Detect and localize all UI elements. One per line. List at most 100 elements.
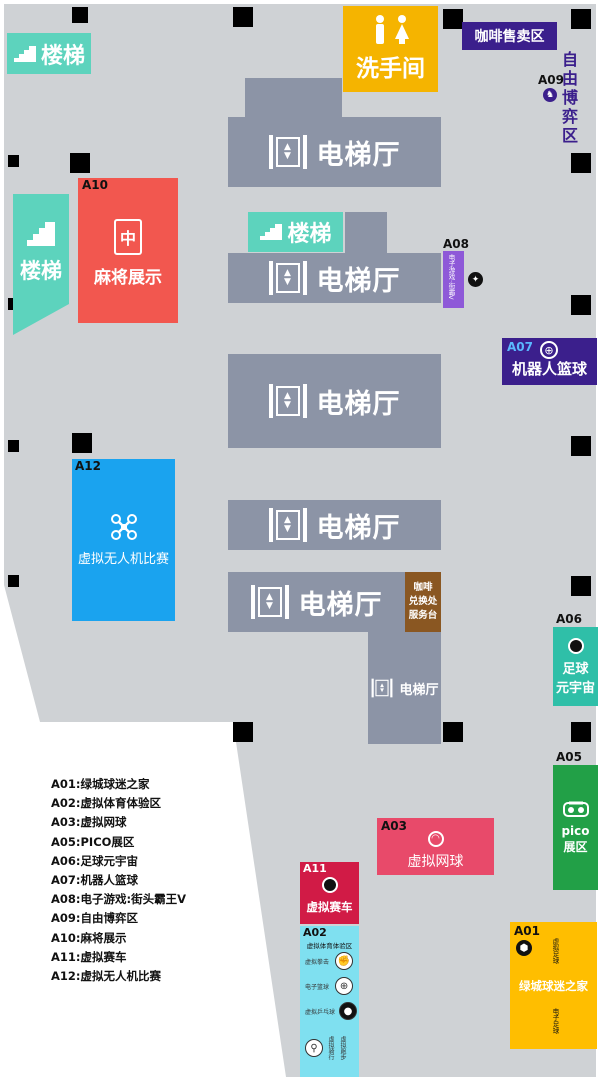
service-line2: 兑换处 bbox=[408, 596, 438, 607]
a02-item-1: 虚拟拳击 ✊ bbox=[305, 952, 354, 970]
a12-name: 虚拟无人机比赛 bbox=[77, 551, 169, 567]
coffee-service-desk[interactable]: 咖啡 兑换处 服务台 bbox=[405, 572, 441, 632]
elevator-hall-1[interactable]: ▲▼ 电梯厅 bbox=[228, 117, 441, 187]
stairs-label: 楼梯 bbox=[287, 222, 332, 247]
a01-code: A01 bbox=[514, 924, 540, 938]
elevator-shaft-top bbox=[245, 78, 342, 118]
a08-name: 电子游戏·街霸V bbox=[447, 254, 455, 300]
coffee-sale-area[interactable]: 咖啡售卖区 bbox=[462, 22, 557, 50]
stairs-left-label: 楼梯 bbox=[20, 259, 62, 283]
elevator-hall-label: 电梯厅 bbox=[316, 265, 401, 297]
zone-a05-pico[interactable]: pico 展区 bbox=[553, 765, 598, 890]
restroom-label: 洗手间 bbox=[356, 56, 425, 82]
zone-a03-virtual-tennis[interactable]: A03 ◠ 虚拟网球 bbox=[377, 818, 494, 875]
coffee-sale-label: 咖啡售卖区 bbox=[474, 29, 545, 45]
zone-a07-robot-basketball[interactable]: A07 ⊕ 机器人篮球 bbox=[502, 338, 597, 385]
elevator-hall-label: 电梯厅 bbox=[316, 139, 401, 171]
legend-item: A06:足球元宇宙 bbox=[51, 853, 139, 868]
a03-name: 虚拟网球 bbox=[407, 853, 464, 870]
elevator-hall-3[interactable]: ▲▼ 电梯厅 bbox=[228, 354, 441, 448]
ping-pong-icon: ● bbox=[339, 1002, 358, 1020]
zone-a02-virtual-sports[interactable]: A02 虚拟体育体验区 虚拟拳击 ✊ 电子篮球 ⊕ 虚拟乒乓球 ● ⚲ 虚拟骑行… bbox=[300, 926, 359, 1077]
stairs-label: 楼梯 bbox=[40, 43, 85, 69]
a02-item-label: 虚拟乒乓球 bbox=[305, 1008, 336, 1016]
stairs-icon bbox=[260, 224, 283, 240]
a10-code: A10 bbox=[82, 178, 108, 192]
elevator-hall-label: 电梯厅 bbox=[399, 682, 439, 698]
stairs-left[interactable] bbox=[13, 194, 69, 335]
elevator-icon: ▲▼ bbox=[268, 261, 307, 295]
a02-item-label: 虚拟骑行 bbox=[327, 1036, 334, 1060]
game-controller-icon: ✦ bbox=[468, 272, 483, 287]
bicycle-icon: ⚲ bbox=[305, 1039, 323, 1057]
legend-item: A07:机器人篮球 bbox=[51, 873, 139, 888]
zone-a12-drone-race[interactable]: A12 虚拟无人机比赛 bbox=[72, 459, 175, 621]
elevator-icon: ▲▼ bbox=[250, 585, 289, 619]
a05-name-line2: 展区 bbox=[563, 840, 588, 854]
a06-name-line2: 元宇宙 bbox=[555, 680, 595, 696]
a02-item-label: 电子篮球 bbox=[305, 983, 330, 991]
a10-name: 麻将展示 bbox=[94, 268, 162, 288]
elevator-hall-2[interactable]: ▲▼ 电梯厅 bbox=[228, 253, 441, 303]
elevator-hall-6[interactable]: ▲▼ 电梯厅 bbox=[368, 632, 441, 744]
service-line1: 咖啡 bbox=[413, 582, 433, 593]
a12-code: A12 bbox=[75, 459, 101, 473]
a01-sub2: 电子足球 bbox=[551, 1008, 559, 1034]
legend-item: A08:电子游戏:街头霸王Ⅴ bbox=[51, 892, 187, 907]
a09-code: A09 bbox=[538, 73, 564, 87]
a07-code: A07 bbox=[507, 340, 533, 354]
a07-name: 机器人篮球 bbox=[511, 360, 587, 378]
a01-sub1: 虚拟足球 bbox=[551, 938, 559, 964]
elevator-hall-label: 电梯厅 bbox=[316, 512, 401, 544]
legend-item: A10:麻将展示 bbox=[51, 930, 127, 945]
stairs-middle[interactable]: 楼梯 bbox=[248, 212, 343, 252]
vr-goggles-icon bbox=[567, 637, 584, 654]
elevator-hall-4[interactable]: ▲▼ 电梯厅 bbox=[228, 500, 441, 550]
steering-wheel-icon bbox=[321, 877, 338, 893]
a03-code: A03 bbox=[381, 819, 407, 833]
a05-name-line1: pico bbox=[561, 824, 590, 838]
a11-name: 虚拟赛车 bbox=[306, 900, 353, 914]
elevator-icon: ▲▼ bbox=[372, 678, 393, 698]
stairs-icon bbox=[27, 222, 55, 246]
a02-item-label: 虚拟跑步 bbox=[339, 1036, 346, 1060]
soccer-ball-icon: ⬢ bbox=[516, 940, 532, 956]
a01-name: 绿城球迷之家 bbox=[519, 979, 588, 993]
a02-item-4: ⚲ 虚拟骑行 虚拟跑步 bbox=[305, 1036, 347, 1060]
elevator-icon: ▲▼ bbox=[268, 135, 307, 169]
elevator-icon: ▲▼ bbox=[268, 384, 307, 418]
a02-item-label: 虚拟拳击 bbox=[305, 958, 330, 966]
a02-item-2: 电子篮球 ⊕ bbox=[305, 977, 354, 995]
a08-code: A08 bbox=[443, 237, 469, 251]
zone-a11-virtual-racing[interactable]: A11 虚拟赛车 bbox=[300, 862, 359, 924]
legend-item: A09:自由博弈区 bbox=[51, 911, 139, 926]
boxing-icon: ✊ bbox=[335, 952, 354, 970]
a09-free-chess-label: 自由博弈区 bbox=[562, 50, 579, 145]
zone-a08-street-fighter[interactable]: 电子游戏·街霸V bbox=[443, 251, 464, 308]
mahjong-tile-char: 中 bbox=[119, 229, 136, 248]
a09-chess-icon[interactable]: ♞ bbox=[543, 88, 557, 102]
a06-code: A06 bbox=[556, 612, 582, 626]
drone-icon bbox=[110, 513, 137, 540]
stairs-top-left[interactable]: 楼梯 bbox=[7, 33, 91, 74]
vr-headset-icon bbox=[562, 801, 589, 817]
restroom[interactable]: 洗手间 bbox=[343, 6, 438, 92]
zone-a10-mahjong[interactable]: A10 中 麻将展示 bbox=[78, 178, 178, 323]
stairs-middle-shaft bbox=[345, 212, 387, 254]
zone-a01-fan-home[interactable]: A01 ⬢ 虚拟足球 绿城球迷之家 电子足球 bbox=[510, 922, 597, 1049]
elevator-icon: ▲▼ bbox=[268, 508, 307, 542]
elevator-hall-5[interactable]: ▲▼ 电梯厅 bbox=[228, 572, 405, 632]
legend-item: A03:虚拟网球 bbox=[51, 815, 127, 830]
a02-code: A02 bbox=[303, 926, 327, 939]
legend-item: A12:虚拟无人机比赛 bbox=[51, 969, 162, 984]
a06-name-line1: 足球 bbox=[562, 661, 589, 677]
map-legend: A01:绿城球迷之家 A02:虚拟体育体验区 A03:虚拟网球 A05:PICO… bbox=[51, 775, 186, 986]
restroom-icon bbox=[375, 15, 409, 44]
legend-item: A02:虚拟体育体验区 bbox=[51, 796, 162, 811]
stairs-icon bbox=[13, 45, 36, 62]
legend-item: A11:虚拟赛车 bbox=[51, 949, 127, 964]
mahjong-tile-icon: 中 bbox=[114, 219, 142, 255]
legend-item: A01:绿城球迷之家 bbox=[51, 777, 150, 791]
a11-code: A11 bbox=[303, 862, 327, 875]
zone-a06-football-metaverse[interactable]: 足球 元宇宙 bbox=[553, 627, 598, 706]
